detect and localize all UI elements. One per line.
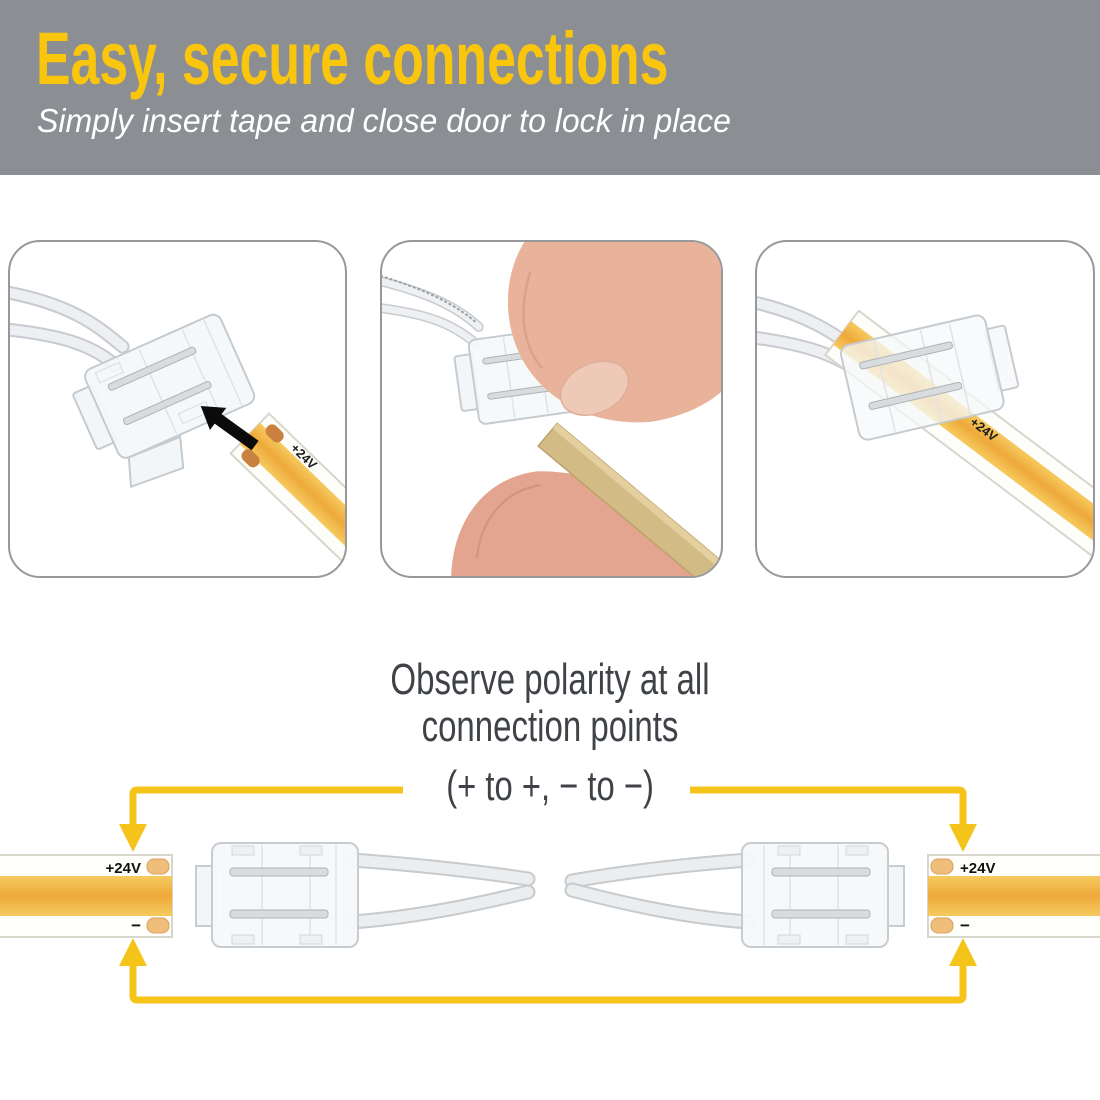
polarity-diagram-svg: +24V − [0, 786, 1100, 1004]
clear-connector [839, 314, 1020, 441]
thumb [507, 242, 721, 423]
step-locked-illustration: +24V [757, 296, 1093, 576]
polarity-arrow-down-icon [119, 824, 147, 852]
insert-arrow-icon [200, 406, 259, 451]
negative-route-line [129, 966, 967, 1004]
step-panel-locked: +24V [755, 240, 1095, 578]
right-led-strip: +24V − [927, 854, 1100, 938]
polarity-formula: (+ to +, − to −) [0, 762, 1100, 810]
left-strip-negative-label: − [131, 916, 141, 935]
polarity-formula-text: (+ to +, − to −) [446, 762, 654, 809]
polarity-arrow-down-icon [949, 824, 977, 852]
step-insert-illustration: +24V [10, 285, 345, 576]
thumbnail [559, 360, 630, 416]
page-subtitle: Simply insert tape and close door to loc… [37, 102, 731, 139]
clear-connector [72, 313, 256, 489]
polarity-diagram: +24V − [0, 770, 1100, 1010]
polarity-note-line2: connection points [421, 702, 679, 751]
connector-wires [382, 275, 484, 348]
left-strip-positive-label: +24V [106, 860, 141, 877]
strip-solder-pad [930, 858, 954, 875]
strip-solder-pad [241, 449, 260, 468]
strip-solder-pad [146, 858, 170, 875]
strip-solder-pad [265, 424, 284, 443]
finger-crease [475, 484, 541, 559]
strip-tape-backing [537, 422, 721, 576]
strip-solder-pad [930, 917, 954, 934]
polarity-arrow-up-icon [119, 938, 147, 966]
right-connector [741, 842, 905, 948]
strip-solder-pad [146, 917, 170, 934]
step-panel-close-door [380, 240, 723, 578]
connector-open-door [127, 435, 185, 489]
header-banner: Easy, secure connections Simply insert t… [0, 0, 1100, 175]
polarity-note-line1: Observe polarity at all [390, 655, 710, 704]
step-panel-insert: +24V [8, 240, 347, 578]
right-connector-wires [564, 852, 756, 930]
left-connector-wires [344, 852, 536, 930]
polarity-arrow-up-icon [949, 938, 977, 966]
right-strip-positive-label: +24V [960, 860, 995, 877]
left-led-strip: +24V − [0, 854, 173, 938]
step-close-illustration [382, 242, 721, 576]
positive-route-line [129, 786, 967, 826]
connector-wires [10, 285, 130, 372]
page-title: Easy, secure connections [36, 17, 669, 100]
polarity-note: Observe polarity at all connection point… [0, 656, 1100, 750]
right-strip-negative-label: − [960, 916, 970, 935]
left-connector [195, 842, 359, 948]
